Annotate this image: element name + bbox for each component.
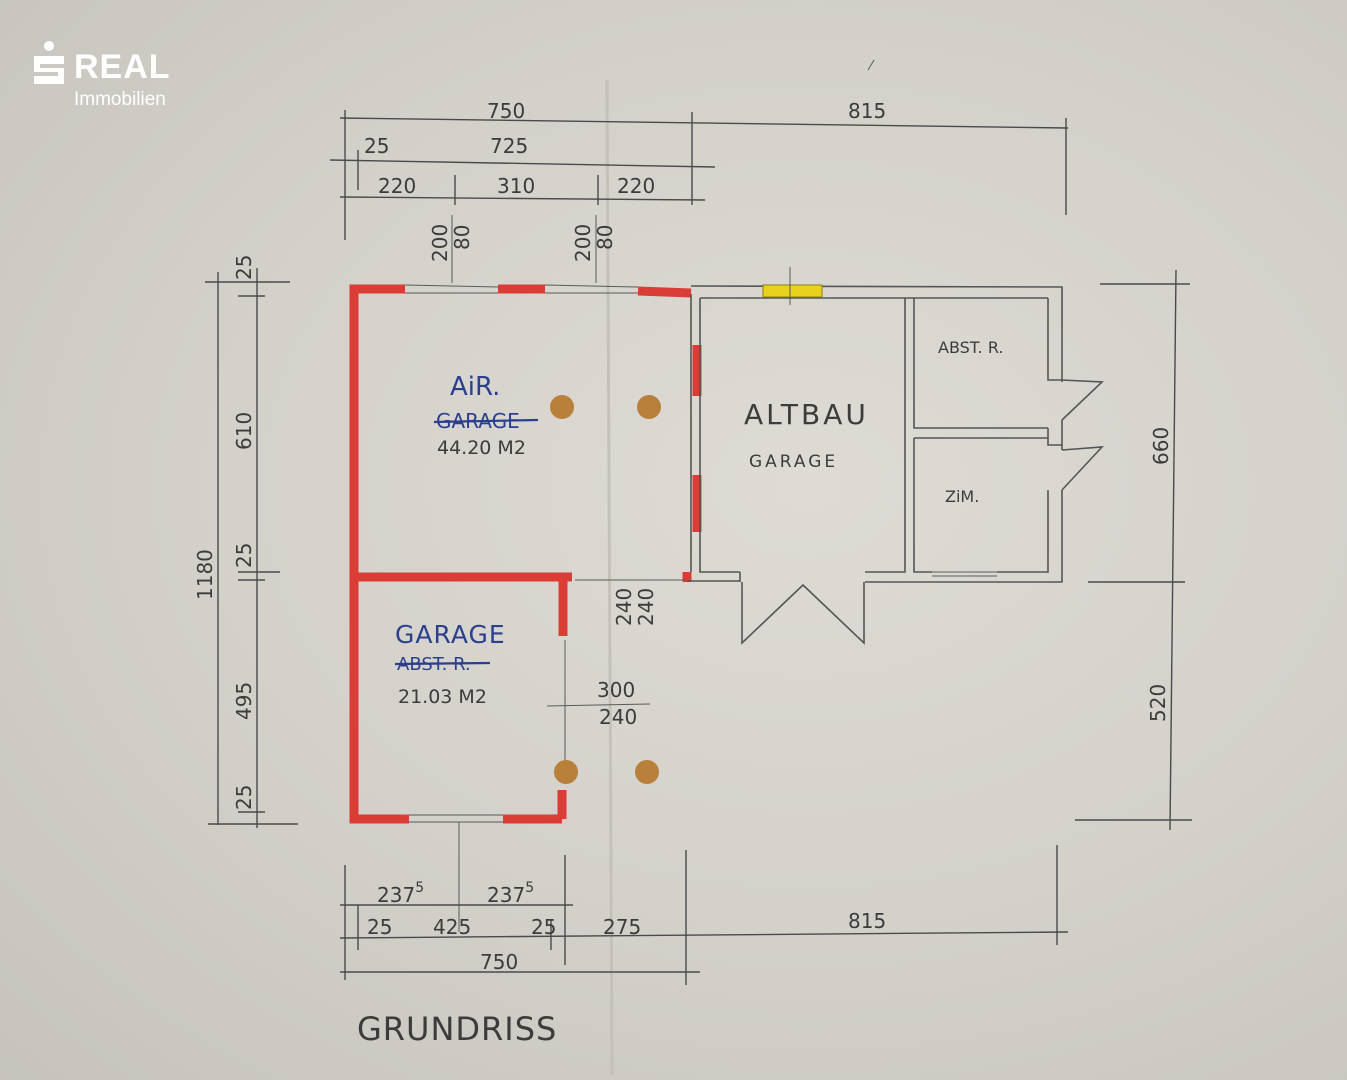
- pillar-2: [637, 395, 661, 419]
- room-abst-label: ABST. R.: [938, 338, 1003, 357]
- dim-left-25b: 25: [232, 543, 256, 568]
- dim-bottom-2375a: 2375: [377, 880, 424, 907]
- sparkasse-s-icon: [34, 41, 64, 84]
- dim-mid-240b: 240: [634, 588, 658, 626]
- dim-mid-240a: 240: [612, 588, 636, 626]
- dim-window2-80: 80: [593, 225, 617, 250]
- dim-top-750: 750: [487, 99, 525, 123]
- dim-window2-200: 200: [571, 224, 595, 262]
- pencil-mark: [867, 59, 875, 71]
- strike-line-1: [433, 418, 539, 424]
- logo-word: REAL: [74, 48, 171, 86]
- dim-left-495: 495: [232, 682, 256, 720]
- room-garage-label: GARAGE: [395, 620, 506, 649]
- dim-bottom-815: 815: [848, 909, 886, 933]
- paper-fold: [605, 79, 614, 1076]
- dim-top-725: 725: [490, 134, 528, 158]
- pillar-3: [554, 760, 578, 784]
- left-dimensions: [205, 268, 298, 828]
- dim-left-25c: 25: [232, 785, 256, 810]
- dim-top-25: 25: [364, 134, 389, 158]
- pillar-4: [635, 760, 659, 784]
- dim-left-25a: 25: [232, 255, 256, 280]
- dim-mid-300: 300: [597, 678, 635, 702]
- room-altbau-sub: GARAGE: [749, 452, 838, 472]
- dim-bottom-750: 750: [480, 950, 518, 974]
- dim-right-520: 520: [1146, 684, 1170, 722]
- dim-bottom-2375b: 2375: [487, 880, 534, 907]
- room-zim-label: ZiM.: [945, 487, 979, 506]
- dim-window1-200: 200: [428, 224, 452, 262]
- dim-top-220b: 220: [617, 174, 655, 198]
- right-dimensions: [1075, 269, 1192, 831]
- logo-subtitle: Immobilien: [74, 89, 166, 110]
- room-altbau-title: ALTBAU: [744, 398, 869, 431]
- room-garage-area: 21.03 M2: [398, 686, 487, 708]
- dim-bottom-425: 425: [433, 915, 471, 939]
- dim-bottom-25a: 25: [367, 915, 392, 939]
- yellow-marker: [762, 284, 823, 298]
- dim-bottom-275: 275: [603, 915, 641, 939]
- old-building-walls: [687, 267, 1104, 645]
- dim-mid-240c: 240: [599, 705, 637, 729]
- dim-top-220a: 220: [378, 174, 416, 198]
- dim-top-310: 310: [497, 174, 535, 198]
- dim-top-815: 815: [848, 99, 886, 123]
- dim-right-660: 660: [1149, 427, 1173, 465]
- bottom-dimensions: [339, 845, 1069, 985]
- room-air-label: AiR.: [450, 372, 500, 402]
- top-dimensions: [329, 110, 1069, 283]
- dim-window1-80: 80: [450, 225, 474, 250]
- plan-title: GRUNDRISS: [357, 1010, 557, 1048]
- pillars: [550, 395, 661, 784]
- strike-line-2: [394, 661, 491, 666]
- dim-left-610: 610: [232, 412, 256, 450]
- room-air-area: 44.20 M2: [437, 437, 526, 459]
- pillar-1: [550, 395, 574, 419]
- dim-bottom-25b: 25: [531, 915, 556, 939]
- dim-left-1180: 1180: [193, 549, 217, 600]
